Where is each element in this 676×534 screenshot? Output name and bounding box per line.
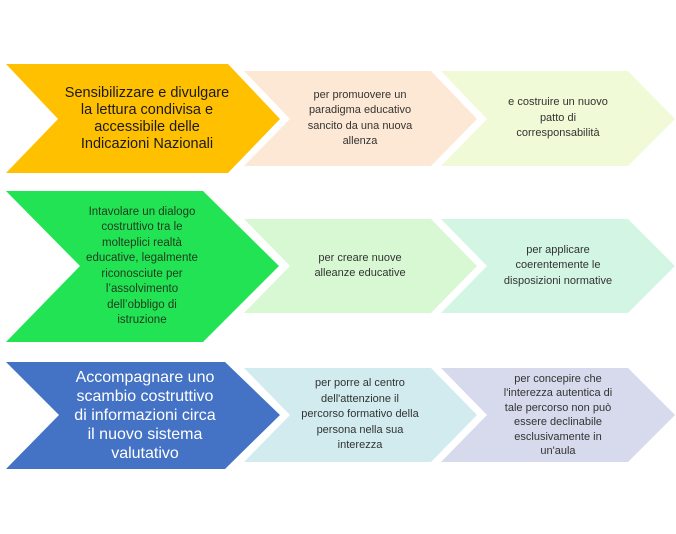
- text-line: per creare nuove: [318, 251, 402, 264]
- row1-main-chevron: [6, 64, 280, 173]
- row3-second-chevron: [244, 368, 477, 462]
- row2-second-chevron: [244, 219, 477, 313]
- text-line: la lettura condivisa e: [80, 101, 214, 118]
- text-line: per concepire che: [514, 372, 602, 385]
- row2-main-label: Intavolare un dialogo costruttivo tra le…: [72, 191, 212, 342]
- row3-third-label: per concepire che l'interezza autentica …: [484, 368, 632, 462]
- row2-third-label: per applicare coerentemente le disposizi…: [487, 219, 629, 313]
- text-line: esclusivamente in: [514, 430, 602, 443]
- text-line: alleanze educative: [314, 267, 406, 279]
- text-line: sancito da una nuova: [307, 119, 413, 132]
- text-line: accessibile delle: [94, 118, 200, 135]
- text-line: coerentemente le: [515, 259, 601, 272]
- text-line: dell'attenzione il: [321, 392, 399, 405]
- row2-main-chevron: [6, 191, 279, 342]
- text-line: dell’obbligo di: [107, 298, 177, 311]
- row3-main-label: Accompagnare uno scambio costruttivo di …: [60, 362, 230, 469]
- text-line: persona nella sua: [316, 423, 404, 436]
- text-line: e costruire un nuovo: [508, 96, 608, 109]
- text-line: valutativo: [111, 445, 179, 462]
- row1-third-label: e costruire un nuovo patto di correspons…: [487, 71, 629, 166]
- text-line: corresponsabilità: [516, 127, 600, 140]
- text-line: scambio costruttivo: [76, 388, 214, 405]
- text-line: per promuovere un: [313, 88, 407, 101]
- text-line: di informazioni circa: [74, 407, 216, 424]
- text-line: Sensibilizzare e divulgare: [64, 84, 230, 101]
- text-line: essere declinabile: [513, 416, 603, 428]
- text-line: l'interezza autentica di: [503, 387, 613, 399]
- text-line: per applicare: [526, 243, 590, 256]
- text-line: interezza: [337, 439, 383, 452]
- text-line: il nuovo sistema: [87, 426, 203, 443]
- row2-second-label: per creare nuove alleanze educative: [290, 219, 430, 313]
- row1-third-chevron: [441, 71, 675, 166]
- text-line: un'aula: [540, 445, 576, 457]
- text-line: istruzione: [117, 314, 167, 326]
- text-line: disposizioni normative: [503, 274, 613, 287]
- text-line: riconosciute per: [101, 267, 183, 280]
- text-line: educative, legalmente: [86, 252, 198, 264]
- text-line: l’assolvimento: [105, 283, 179, 295]
- text-line: per porre al centro: [315, 377, 405, 390]
- text-line: tale percorso non può: [504, 401, 612, 414]
- text-line: molteplici realtà: [102, 236, 182, 249]
- row3-second-label: per porre al centro dell'attenzione il p…: [288, 368, 432, 462]
- text-line: Indicazioni Nazionali: [80, 135, 214, 152]
- row2-third-chevron: [441, 219, 675, 313]
- text-line: patto di: [539, 111, 577, 124]
- row1-second-label: per promuovere un paradigma educativo sa…: [290, 71, 430, 166]
- row3-main-chevron: [6, 362, 280, 469]
- row1-second-chevron: [244, 71, 477, 166]
- text-line: allenza: [342, 135, 378, 147]
- text-line: Accompagnare uno: [75, 369, 215, 386]
- row3-third-chevron: [441, 368, 675, 462]
- text-line: Intavolare un dialogo: [88, 205, 196, 218]
- text-line: percorso formativo della: [301, 408, 419, 421]
- text-line: paradigma educativo: [308, 104, 412, 116]
- text-line: costruttivo tra le: [101, 221, 183, 233]
- row1-main-label: Sensibilizzare e divulgare la lettura co…: [52, 64, 242, 173]
